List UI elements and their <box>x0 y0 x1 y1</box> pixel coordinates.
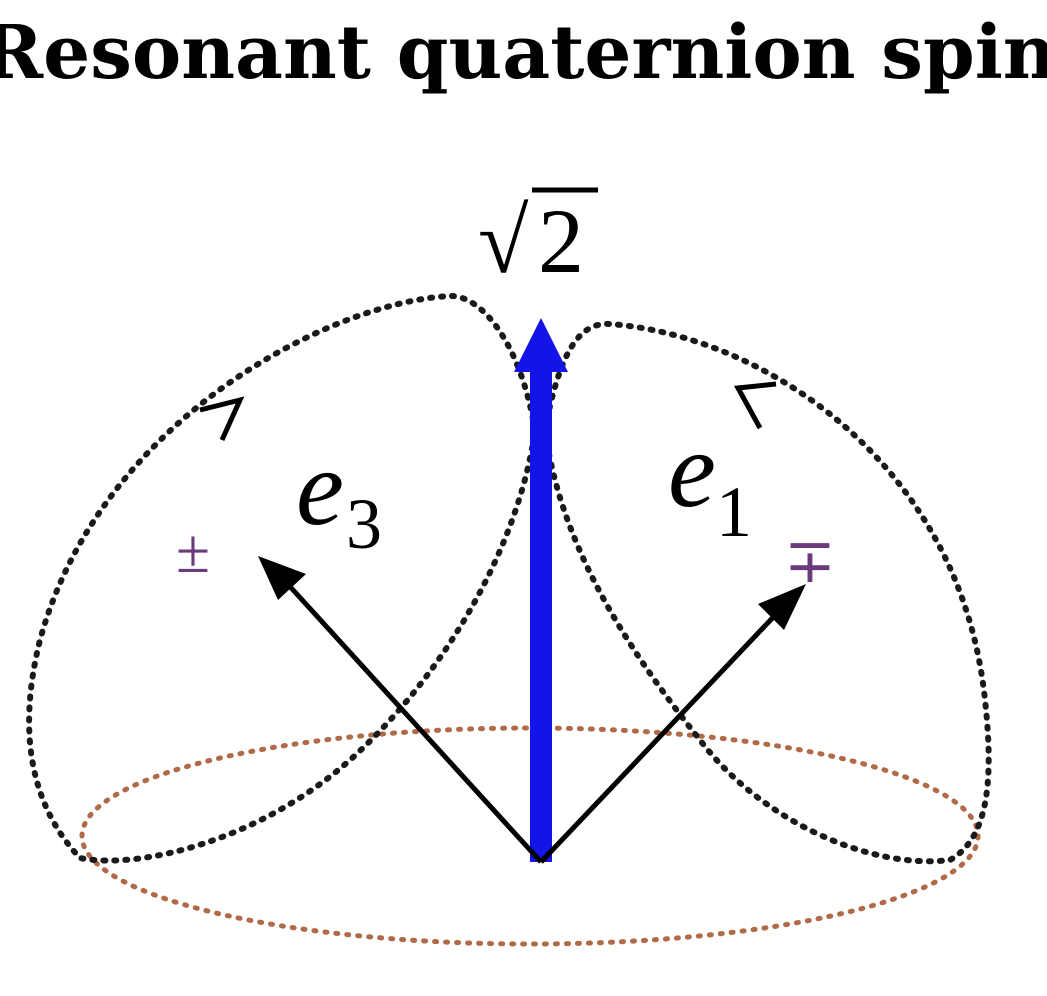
left-arc-direction-arrowhead <box>199 396 245 442</box>
right-dome-dotted-arc <box>542 320 992 865</box>
e1-label: e <box>668 411 716 530</box>
sqrt-symbol: √ <box>478 190 529 292</box>
e1-vector-arrowhead <box>758 584 806 630</box>
left-plus-minus-sign: ± <box>176 518 210 586</box>
sqrt-radicand: 2 <box>538 190 584 292</box>
e3-subscript: 3 <box>346 484 382 564</box>
diagram-title: Resonant quaternion spin. <box>0 10 1047 96</box>
vertical-sqrt2-arrowhead <box>514 318 568 372</box>
e3-label: e <box>296 429 344 548</box>
e1-vector-shaft <box>539 608 782 864</box>
left-dome-dotted-arc <box>26 292 538 864</box>
right-arc-direction-arrowhead <box>733 381 777 430</box>
e1-subscript: 1 <box>716 472 752 552</box>
e3-vector-arrowhead <box>258 556 306 600</box>
e3-vector-shaft <box>282 578 543 864</box>
equator-dotted-ellipse <box>79 725 981 947</box>
right-minus-plus-sign: ∓ <box>784 528 836 596</box>
